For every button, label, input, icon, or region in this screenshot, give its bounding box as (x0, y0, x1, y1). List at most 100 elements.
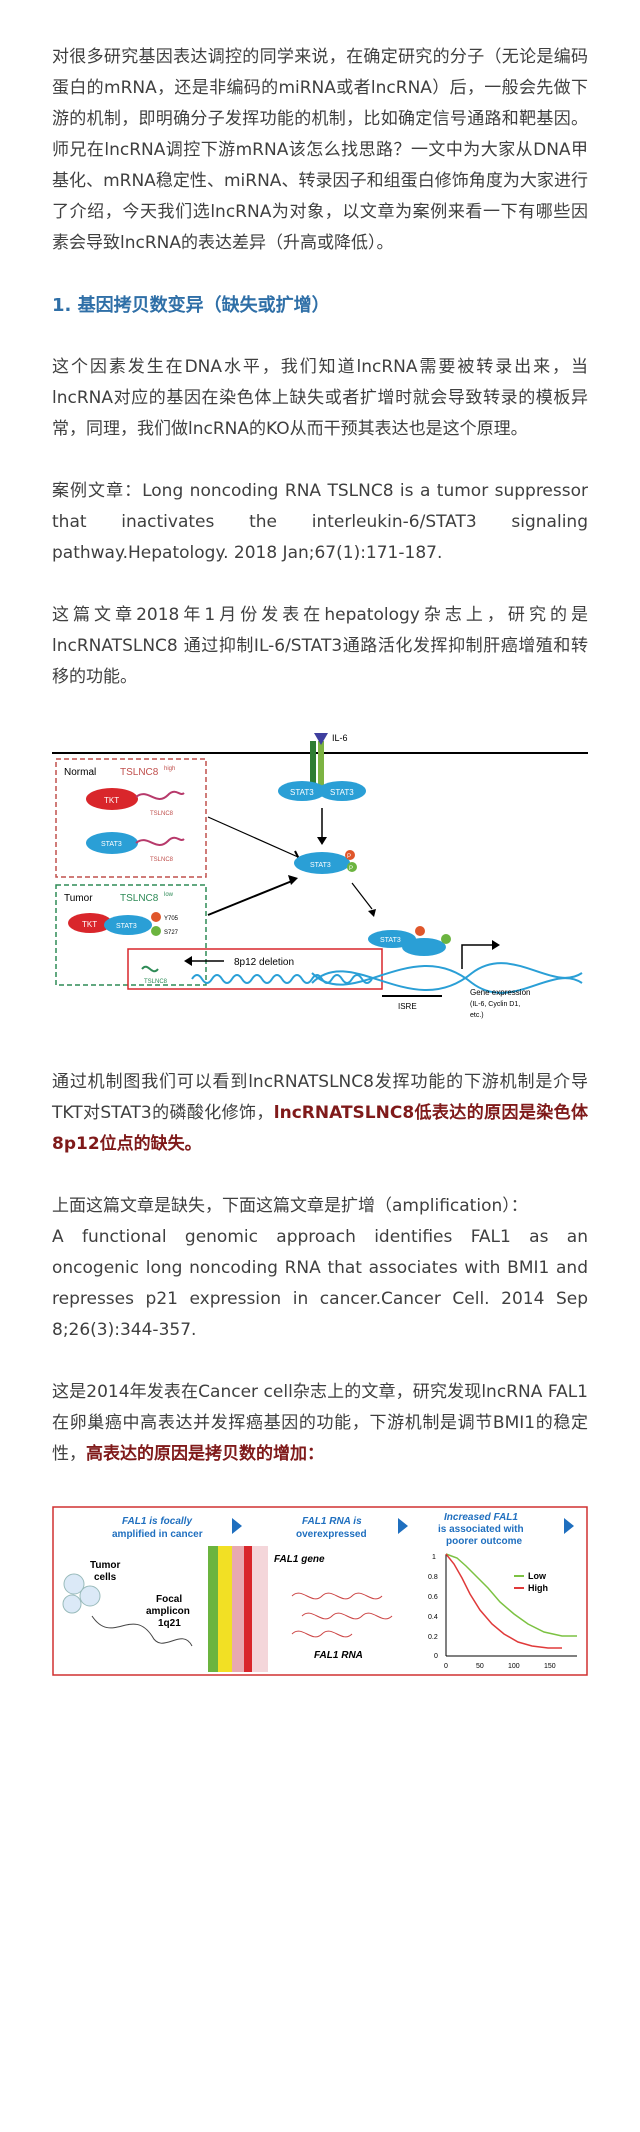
tslnc8-small-1: TSLNC8 (150, 811, 174, 817)
rna-squiggle-2 (301, 1612, 393, 1620)
normal-label: Normal (64, 767, 96, 778)
tslnc8-rna-1 (135, 790, 185, 800)
case2-citation: A functional genomic approach identifies… (52, 1227, 588, 1340)
rna-squiggle-3 (291, 1630, 353, 1638)
tslnc8-rna-2 (135, 836, 185, 846)
tslnc8-high-label: TSLNC8 (120, 767, 159, 778)
fal1-rna-label: FAL1 RNA (314, 1650, 363, 1661)
panel2-title-2: overexpressed (296, 1529, 367, 1540)
stat3-label-tumor: STAT3 (116, 923, 137, 930)
legend-low-label: Low (528, 1571, 547, 1581)
tumor-cells-label-2: cells (94, 1572, 117, 1583)
x-tick-4: 150 (544, 1663, 556, 1670)
s727-label: S727 (164, 930, 179, 936)
tumor-cell-3 (62, 1594, 82, 1614)
heatmap-green (208, 1546, 218, 1672)
inhibition-line (207, 816, 299, 858)
arrow-down-2-head (368, 909, 376, 917)
section-title-copy-number: 1. 基因拷贝数变异（缺失或扩增） (52, 295, 330, 316)
tslnc8-low-label: TSLNC8 (120, 893, 159, 904)
arrow-down-1-head (317, 837, 327, 845)
deletion-box (127, 948, 383, 990)
tslnc8-mechanism-figure: IL-6 STAT3 STAT3 Normal TSLNC8 high TKT … (52, 733, 588, 1019)
stat3-node-tumor (104, 915, 152, 935)
y-tick-5: 0.2 (428, 1634, 438, 1641)
panel2-arrow-icon (398, 1518, 408, 1534)
panel3-title-3: poorer outcome (446, 1536, 523, 1547)
phospho-dot-1 (345, 850, 355, 860)
tkt-node-normal (86, 788, 138, 810)
phospho-dot-tumor-2 (151, 926, 161, 936)
tumor-cell-2 (79, 1585, 101, 1607)
fig1-description: 通过机制图我们可以看到lncRNATSLNC8发挥功能的下游机制是介导TKT对S… (52, 1067, 588, 1160)
tslnc8-small-2: TSLNC8 (150, 857, 174, 863)
fig2-frame (52, 1506, 588, 1676)
y-tick-1: 1 (432, 1554, 436, 1561)
y705-label: Y705 (164, 916, 179, 922)
stat3-label-normal: STAT3 (101, 841, 122, 848)
fal1-amplification-figure: FAL1 is focally amplified in cancer FAL1… (52, 1506, 588, 1676)
normal-box (55, 758, 207, 878)
case2-description-plain: 这是2014年发表在Cancer cell杂志上的文章，研究发现lncRNA F… (52, 1382, 588, 1464)
stat3-dimer-label-a: STAT3 (380, 937, 401, 944)
panel3-title-1: Increased FAL1 (444, 1512, 518, 1523)
intro-paragraph: 对很多研究基因表达调控的同学来说，在确定研究的分子（无论是编码蛋白的mRNA，还… (52, 47, 588, 253)
tkt-label-tumor: TKT (82, 920, 97, 929)
survival-plot: 1 0.8 0.6 0.4 0.2 0 0 50 100 150 Low Hig… (428, 1553, 577, 1670)
phospho-p-1: P (347, 854, 351, 860)
tumor-cells-label: Tumor (90, 1560, 120, 1571)
fal1-gene-label: FAL1 gene (274, 1554, 325, 1565)
y-tick-4: 0.4 (428, 1614, 438, 1621)
il6-label: IL-6 (332, 733, 348, 743)
panel1-arrow-icon (232, 1518, 242, 1534)
il6-ligand-icon (314, 733, 328, 745)
stat3-node-normal (86, 832, 138, 854)
dna-helix (191, 974, 373, 984)
dna-strand-1 (311, 962, 583, 992)
tumor-label: Tumor (64, 893, 93, 904)
case1-citation: 案例文章：Long noncoding RNA TSLNC8 is a tumo… (52, 481, 588, 563)
phospho-p-2: P (349, 866, 353, 872)
isre-bracket (382, 995, 442, 997)
stat3-node-b (318, 781, 366, 801)
transcription-arrow (461, 944, 492, 969)
rna-squiggle-1 (291, 1592, 383, 1600)
gene-expression-label-3: etc.) (470, 1012, 484, 1019)
transcription-arrow-head (492, 940, 500, 950)
gene-expression-label-2: (IL-6, Cyclin D1, (470, 1001, 520, 1008)
x-tick-2: 50 (476, 1663, 484, 1670)
y-tick-6: 0 (434, 1653, 438, 1660)
heatmap-yellow (218, 1546, 232, 1672)
deletion-arrow-head (184, 956, 192, 966)
amplicon-label: amplicon (146, 1606, 190, 1617)
tumor-box (55, 884, 207, 986)
stat3-label-a: STAT3 (290, 788, 314, 797)
locus-label: 1q21 (158, 1618, 181, 1629)
case1-description: 这篇文章2018年1月份发表在hepatology杂志上，研究的是lncRNAT… (52, 605, 588, 687)
case2-description: 这是2014年发表在Cancer cell杂志上的文章，研究发现lncRNA F… (52, 1377, 588, 1470)
chromosome-line (91, 1615, 193, 1647)
heatmap-red (244, 1546, 252, 1672)
stat3-phospho-center (294, 852, 350, 874)
tumor-cell-1 (63, 1573, 85, 1595)
panel2-title-1: FAL1 RNA is (302, 1516, 362, 1527)
gene-expression-label: Gene expression (470, 988, 530, 997)
stat3-label-center: STAT3 (310, 862, 331, 869)
tslnc8-low-sup: low (164, 892, 174, 898)
tkt-label-normal: TKT (104, 796, 119, 805)
section1-paragraph: 这个因素发生在DNA水平，我们知道lncRNA需要被转录出来，当lncRNA对应… (52, 357, 588, 439)
receptor-left (310, 741, 316, 791)
panel3-arrow-icon (564, 1518, 574, 1534)
arrow-down-2 (351, 882, 373, 910)
phospho-dot-tumor-1 (151, 912, 161, 922)
tslnc8-small-tumor: TSLNC8 (144, 979, 168, 985)
panel1-title-1: FAL1 is focally (122, 1516, 192, 1527)
phospho-dot-2 (347, 862, 357, 872)
panel3-title-2: is associated with (438, 1524, 524, 1535)
stat3-dimer-b (402, 938, 446, 956)
receptor-right (318, 741, 324, 791)
case2-intro: 上面这篇文章是缺失，下面这篇文章是扩增（amplification）： (52, 1196, 528, 1216)
phospho-dot-nucleus-2 (441, 934, 451, 944)
phospho-dot-nucleus-1 (415, 926, 425, 936)
article: 对很多研究基因表达调控的同学来说，在确定研究的分子（无论是编码蛋白的mRNA，还… (52, 47, 588, 1676)
